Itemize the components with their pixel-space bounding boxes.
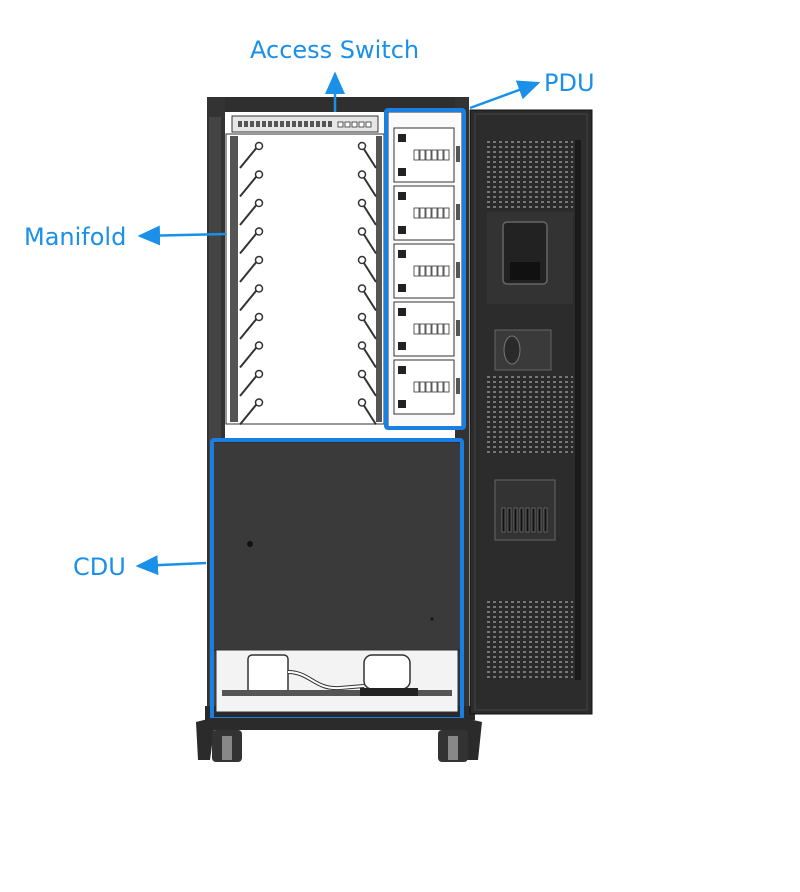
- manifold-port-left: [239, 312, 264, 340]
- manifold-port-right: [357, 398, 377, 426]
- pdu-label: PDU: [544, 69, 595, 97]
- manifold-port-right: [357, 284, 377, 312]
- pdu-arrow: [469, 80, 541, 110]
- pdu-unit: [393, 243, 460, 299]
- access-switch-unit: [231, 115, 379, 133]
- access-switch-label: Access Switch: [250, 36, 420, 64]
- rack-door: [469, 109, 593, 715]
- manifold-port-right: [357, 255, 377, 283]
- manifold-port-right: [357, 198, 377, 226]
- manifold-port-left: [239, 369, 264, 397]
- cdu-arrow: [135, 555, 207, 576]
- pdu-highlight-box: [384, 108, 466, 430]
- manifold-port-left: [239, 170, 264, 198]
- manifold-port-right: [357, 341, 377, 369]
- manifold-port-right: [357, 369, 377, 397]
- manifold-port-right: [357, 312, 377, 340]
- manifold-port-left: [239, 255, 264, 283]
- manifold-port-left: [239, 227, 264, 255]
- pdu-unit: [393, 185, 460, 241]
- callout-arrows: [135, 71, 541, 576]
- rack-base: [196, 718, 482, 762]
- manifold-arrow: [137, 225, 227, 246]
- cdu-unit: [210, 438, 464, 721]
- manifold-label: Manifold: [24, 223, 127, 251]
- pdu-unit: [393, 359, 460, 415]
- manifold-port-right: [357, 227, 377, 255]
- manifold-port-left: [239, 398, 264, 426]
- manifold-port-left: [239, 198, 264, 226]
- pdu-unit: [393, 127, 460, 183]
- manifold-port-right: [357, 170, 377, 198]
- pdu-bay: [384, 108, 466, 430]
- manifold-port-right: [357, 141, 377, 169]
- cdu-label: CDU: [73, 553, 126, 581]
- manifold-bay: [225, 133, 385, 426]
- manifold-port-left: [239, 341, 264, 369]
- pdu-unit: [393, 301, 460, 357]
- manifold-port-left: [239, 141, 264, 169]
- manifold-port-left: [239, 284, 264, 312]
